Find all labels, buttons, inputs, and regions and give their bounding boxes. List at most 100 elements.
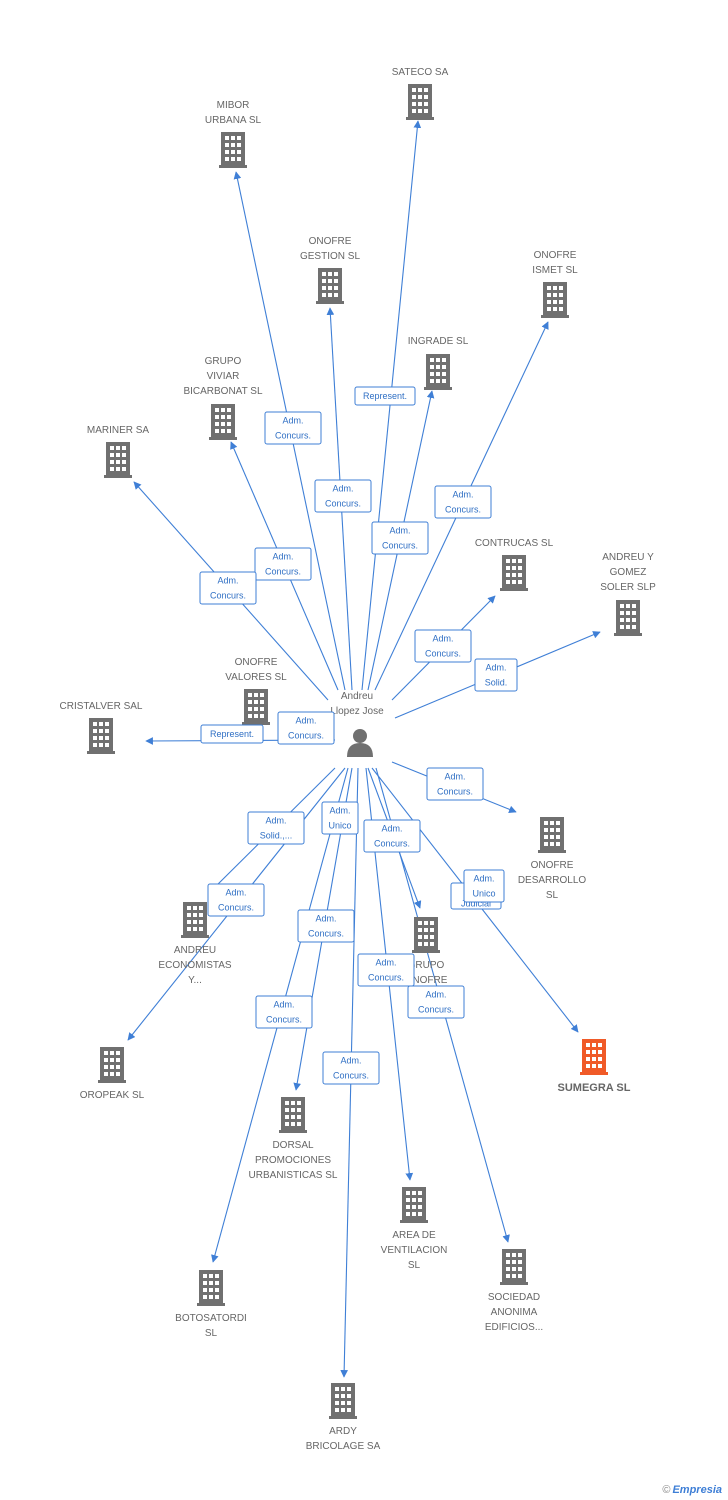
relation-text: Adm. <box>473 874 494 884</box>
relation-label[interactable]: Adm.Concurs. <box>414 629 472 663</box>
relation-text: Concurs. <box>374 839 410 849</box>
relation-text: Adm. <box>295 716 316 726</box>
node-label: GESTION SL <box>300 251 360 262</box>
relation-label[interactable]: Adm.Concurs. <box>199 571 257 605</box>
node-label: URBANISTICAS SL <box>249 1170 338 1181</box>
node-label: SL <box>205 1328 218 1339</box>
node-label: SL <box>408 1260 421 1271</box>
node-label: VENTILACION <box>381 1245 448 1256</box>
relation-text: Adm. <box>282 416 303 426</box>
building-icon <box>242 689 270 725</box>
relation-text: Concurs. <box>418 1005 454 1015</box>
node-area[interactable]: AREA DE VENTILACION SL <box>381 1187 448 1271</box>
relation-label[interactable]: Adm.Concurs. <box>254 547 312 581</box>
relation-text: Concurs. <box>288 731 324 741</box>
relation-label[interactable]: Adm.Concurs. <box>297 909 355 943</box>
relation-label[interactable]: Adm.Concurs. <box>426 767 484 801</box>
relation-label[interactable]: Adm.Concurs. <box>322 1051 380 1085</box>
building-icon <box>104 442 132 478</box>
node-mibor[interactable]: MIBOR URBANA SL <box>205 100 262 168</box>
relation-label[interactable]: Adm.Concurs. <box>434 485 492 519</box>
node-onofre-desarrollo[interactable]: ONOFRE DESARROLLO SL <box>518 817 587 901</box>
person-name: Andreu <box>341 691 373 702</box>
node-cristalver[interactable]: CRISTALVER SAL <box>60 701 143 754</box>
relation-text: Solid. <box>485 678 508 688</box>
relation-text: Solid.,... <box>260 831 293 841</box>
brand-name: Empresia <box>672 1484 722 1496</box>
relation-label[interactable]: Adm. Concurs. <box>277 711 335 745</box>
building-icon <box>400 1187 428 1223</box>
relation-label[interactable]: Adm. Concurs. <box>407 985 465 1019</box>
building-icon <box>541 282 569 318</box>
node-label: ONOFRE <box>531 860 574 871</box>
relation-text: Adm. <box>425 990 446 1000</box>
relation-label[interactable]: Represent. <box>354 386 416 406</box>
node-label: ONOFRE <box>405 975 448 986</box>
relation-text: Adm. <box>217 576 238 586</box>
relation-text: Concurs. <box>382 541 418 551</box>
building-icon <box>197 1270 225 1306</box>
relation-text: Unico <box>328 821 351 831</box>
relation-label[interactable]: Adm.Concurs. <box>207 883 265 917</box>
relation-label[interactable]: Represent. <box>200 724 264 744</box>
node-ingrade[interactable]: INGRADE SL <box>408 336 469 390</box>
relation-label[interactable]: Adm. Concurs. <box>314 479 372 513</box>
relation-text: Represent. <box>363 391 407 401</box>
node-andreu-economistas[interactable]: ANDREUECONOMISTASY... <box>158 902 232 986</box>
relation-label[interactable]: Adm.Concurs. <box>363 819 421 853</box>
node-label: AREA DE <box>392 1230 436 1241</box>
node-label: BICARBONAT SL <box>183 386 263 397</box>
building-icon <box>219 132 247 168</box>
relation-text: Adm. <box>444 772 465 782</box>
building-icon <box>181 902 209 938</box>
node-label: DORSAL <box>272 1140 314 1151</box>
building-icon <box>412 917 440 953</box>
relation-label[interactable]: Adm.Concurs. <box>357 953 415 987</box>
building-icon <box>98 1047 126 1083</box>
relation-label[interactable]: Adm.Solid. <box>474 658 518 692</box>
node-label: MIBOR <box>217 100 250 111</box>
relation-text: Concurs. <box>425 649 461 659</box>
node-label: SL <box>546 890 559 901</box>
node-oropeak[interactable]: OROPEAK SL <box>80 1047 145 1101</box>
building-icon <box>316 268 344 304</box>
node-sociedad[interactable]: SOCIEDADANONIMAEDIFICIOS... <box>485 1249 543 1333</box>
node-label: BOTOSATORDI <box>175 1313 247 1324</box>
node-label: MARINER SA <box>87 425 150 436</box>
node-contrucas[interactable]: CONTRUCAS SL <box>475 538 554 591</box>
relation-text: Adm. <box>332 484 353 494</box>
relation-label[interactable]: Adm. Unico <box>463 869 505 903</box>
node-label: SOCIEDAD <box>488 1292 540 1303</box>
node-botosatordi[interactable]: BOTOSATORDI SL <box>175 1270 247 1339</box>
relation-text: Adm. <box>340 1056 361 1066</box>
relation-label[interactable]: Adm.Concurs. <box>255 995 313 1029</box>
node-sateco[interactable]: SATECO SA <box>392 67 449 120</box>
node-label: GRUPO <box>205 356 242 367</box>
node-mariner[interactable]: MARINER SA <box>87 425 150 478</box>
relation-label[interactable]: Adm.Unico <box>321 801 359 835</box>
relation-label[interactable]: Adm.Concurs. <box>371 521 429 555</box>
relation-text: Concurs. <box>325 499 361 509</box>
relation-text: Adm. <box>273 1000 294 1010</box>
relation-text: Judicial <box>461 899 491 909</box>
footer-brand[interactable]: ©Empresia <box>662 1484 722 1496</box>
relation-label[interactable]: Adm.Concurs. <box>264 411 322 445</box>
node-label: DESARROLLO <box>518 875 587 886</box>
node-sumegra[interactable]: SUMEGRA SL <box>558 1039 631 1094</box>
building-icon <box>538 817 566 853</box>
node-label: URBANA SL <box>205 115 262 126</box>
relation-label[interactable]: Adm.Solid.,... <box>247 811 305 845</box>
building-icon <box>406 84 434 120</box>
building-icon <box>87 718 115 754</box>
relation-text: Unico <box>472 889 495 899</box>
node-label: Y... <box>188 975 202 986</box>
